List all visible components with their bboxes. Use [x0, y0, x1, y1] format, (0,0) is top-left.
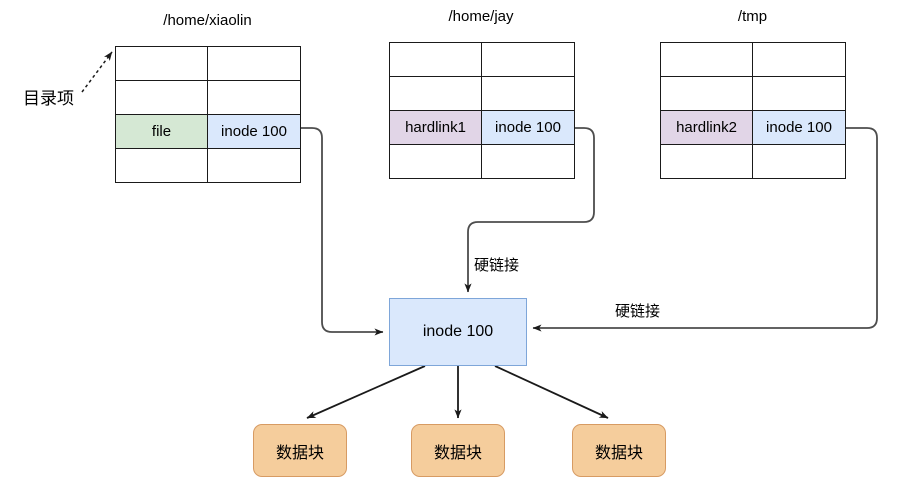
- entry-inode-cell-hardlink1: inode 100: [481, 110, 575, 145]
- table-row: [660, 76, 846, 111]
- entry-inode-cell-hardlink2: inode 100: [752, 110, 846, 145]
- entry-inode-cell: [207, 46, 301, 81]
- entry-inode-cell: [481, 42, 575, 77]
- entry-inode-cell-file: inode 100: [207, 114, 301, 149]
- entry-inode-cell: [207, 80, 301, 115]
- entry-inode-cell: [481, 76, 575, 111]
- data-block-label: 数据块: [594, 444, 643, 462]
- entry-name-cell-hardlink1: hardlink1: [389, 110, 482, 145]
- edge-inode-to-datablock-1: [306, 365, 426, 419]
- directory-entry-pointer: [81, 51, 113, 93]
- entry-name-cell: [115, 46, 208, 81]
- directory-title-jay: /home/jay: [448, 8, 514, 25]
- table-row: [115, 46, 301, 81]
- table-row-highlighted: hardlink1 inode 100: [389, 110, 575, 145]
- data-block-1: 数据块: [253, 424, 347, 477]
- entry-inode-cell: [752, 76, 846, 111]
- directory-table-tmp: hardlink2 inode 100: [660, 42, 846, 179]
- table-row-highlighted: file inode 100: [115, 114, 301, 149]
- inode-box-label: inode 100: [422, 323, 494, 340]
- entry-inode-cell: [752, 144, 846, 179]
- hardlink-label-middle: 硬链接: [474, 257, 520, 274]
- entry-name-cell: [660, 144, 753, 179]
- data-block-3: 数据块: [572, 424, 666, 477]
- table-row-highlighted: hardlink2 inode 100: [660, 110, 846, 145]
- table-row: [389, 144, 575, 179]
- entry-inode-cell: [481, 144, 575, 179]
- entry-name-cell: [389, 42, 482, 77]
- table-row: [389, 76, 575, 111]
- entry-inode-cell: [752, 42, 846, 77]
- entry-name-cell: [660, 42, 753, 77]
- entry-name-cell-file: file: [115, 114, 208, 149]
- entry-name-cell: [115, 148, 208, 183]
- entry-name-cell-hardlink2: hardlink2: [660, 110, 753, 145]
- table-row: [115, 148, 301, 183]
- edge-xiaolin-to-inode: [300, 127, 384, 336]
- directory-table-xiaolin: file inode 100: [115, 46, 301, 183]
- inode-box: inode 100: [389, 298, 527, 366]
- directory-title-tmp: /tmp: [737, 8, 768, 25]
- entry-name-cell: [389, 76, 482, 111]
- directory-title-xiaolin: /home/xiaolin: [163, 12, 252, 29]
- data-block-label: 数据块: [275, 444, 324, 462]
- entry-name-cell: [389, 144, 482, 179]
- table-row: [115, 80, 301, 115]
- hardlink-label-right: 硬链接: [615, 303, 661, 320]
- entry-inode-cell: [207, 148, 301, 183]
- entry-name-cell: [115, 80, 208, 115]
- directory-table-jay: hardlink1 inode 100: [389, 42, 575, 179]
- entry-name-cell: [660, 76, 753, 111]
- table-row: [660, 42, 846, 77]
- data-block-2: 数据块: [411, 424, 505, 477]
- table-row: [389, 42, 575, 77]
- table-row: [660, 144, 846, 179]
- edge-inode-to-datablock-3: [494, 365, 609, 419]
- data-block-label: 数据块: [433, 444, 482, 462]
- directory-entry-label: 目录项: [23, 89, 74, 108]
